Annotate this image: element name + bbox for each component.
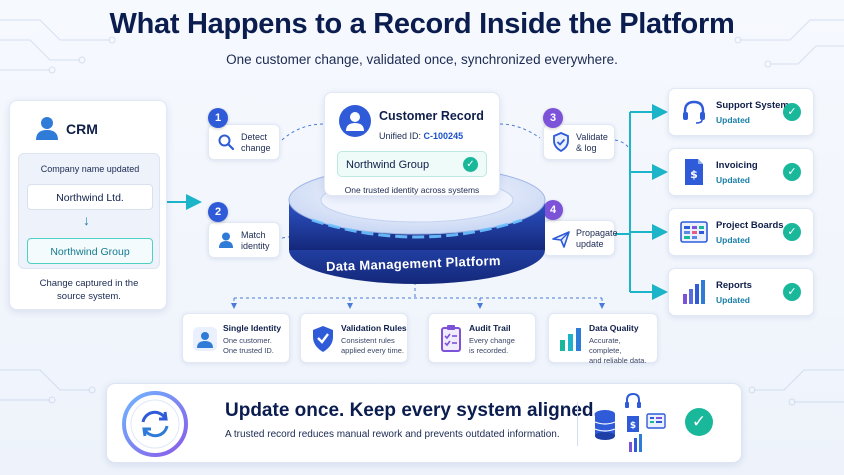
person-icon — [219, 232, 233, 248]
circuit-decoration-right — [734, 19, 844, 68]
check-icon: ✓ — [783, 163, 801, 181]
crm-change-panel: Company name updated Northwind Ltd. ↓ No… — [18, 153, 160, 269]
headset-icon — [683, 100, 705, 124]
circuit-decoration-bottom-left — [0, 369, 96, 404]
step-4-number: 4 — [543, 200, 563, 220]
feature-title: Audit Trail — [469, 323, 511, 333]
banner-divider — [577, 402, 578, 446]
shield-check-icon — [553, 132, 569, 152]
system-name: Invoicing — [716, 160, 758, 171]
step-3-label: Validate& log — [576, 132, 608, 153]
check-icon: ✓ — [783, 223, 801, 241]
circuit-decoration-left — [0, 19, 116, 74]
customer-record-card: Customer Record Unified ID: C-100245 Nor… — [324, 92, 500, 196]
system-name: Project Boards — [716, 220, 784, 231]
system-status: Updated — [716, 295, 750, 305]
step-1-number: 1 — [208, 108, 228, 128]
feature-card-data-quality: Data Quality Accurate, complete,and reli… — [548, 313, 658, 365]
check-icon: ✓ — [463, 157, 478, 172]
check-icon: ✓ — [685, 408, 713, 436]
record-id: Unified ID: C-100245 — [379, 131, 463, 141]
check-icon: ✓ — [783, 283, 801, 301]
system-card-reports: Reports Updated ✓ — [668, 268, 814, 316]
feature-title: Single Identity — [223, 323, 282, 333]
crm-title: CRM — [66, 121, 98, 137]
summary-banner: Update once. Keep every system aligned. … — [106, 383, 742, 463]
invoice-icon: $ — [685, 159, 703, 185]
feature-description: Accurate, complete,and reliable data. — [589, 336, 647, 365]
system-card-support: Support System Updated ✓ — [668, 88, 814, 136]
record-caption: One trusted identity across systems — [344, 185, 480, 195]
person-icon — [339, 105, 371, 137]
feature-title: Data Quality — [589, 323, 639, 333]
banner-title: Update once. Keep every system aligned. — [225, 400, 599, 421]
banner-subtitle: A trusted record reduces manual rework a… — [225, 429, 560, 440]
crm-caption-line2: source system. — [57, 291, 121, 302]
systems-cluster-icon: $ — [594, 392, 666, 452]
record-title: Customer Record — [379, 109, 484, 123]
clipboard-icon — [441, 325, 461, 352]
sync-icon — [122, 391, 188, 457]
system-name: Support System — [716, 100, 789, 111]
system-status: Updated — [716, 115, 750, 125]
feature-description: One customer.One trusted ID. — [223, 336, 274, 355]
page-title: What Happens to a Record Inside the Plat… — [109, 8, 735, 40]
crm-caption: Change captured in the source system. — [10, 277, 168, 303]
record-id-label: Unified ID: — [379, 131, 422, 141]
crm-new-value: Northwind Group — [27, 238, 153, 264]
arrow-down-icon: ↓ — [83, 212, 90, 228]
record-id-value: C-100245 — [423, 131, 464, 141]
circuit-decoration-bottom-right — [748, 369, 844, 406]
step-3-card: Validate& log — [543, 124, 615, 160]
record-name: Northwind Group — [346, 159, 430, 171]
svg-text:$: $ — [690, 168, 698, 181]
send-icon — [552, 231, 570, 248]
bar-chart-icon — [683, 280, 705, 304]
shield-check-icon — [313, 326, 333, 352]
check-icon: ✓ — [783, 103, 801, 121]
crm-old-value: Northwind Ltd. — [27, 184, 153, 210]
feature-card-single-identity: Single Identity One customer.One trusted… — [182, 313, 290, 363]
system-name: Reports — [716, 280, 752, 291]
step-2-number: 2 — [208, 202, 228, 222]
system-status: Updated — [716, 175, 750, 185]
record-name-field: Northwind Group ✓ — [337, 151, 487, 177]
system-card-invoicing: $ Invoicing Updated ✓ — [668, 148, 814, 196]
svg-text:$: $ — [630, 421, 636, 431]
system-card-project-boards: Project Boards Updated ✓ — [668, 208, 814, 256]
crm-change-label: Company name updated — [40, 164, 140, 174]
search-icon — [218, 134, 235, 151]
person-icon — [36, 117, 58, 140]
crm-caption-line1: Change captured in the — [39, 278, 139, 289]
system-status: Updated — [716, 235, 750, 245]
board-icon — [680, 221, 708, 243]
person-icon — [193, 327, 217, 351]
bar-chart-icon — [560, 328, 581, 351]
crm-card: CRM Company name updated Northwind Ltd. … — [9, 100, 167, 310]
step-3-number: 3 — [543, 108, 563, 128]
page-subtitle: One customer change, validated once, syn… — [226, 52, 618, 67]
feature-title: Validation Rules — [341, 323, 407, 333]
